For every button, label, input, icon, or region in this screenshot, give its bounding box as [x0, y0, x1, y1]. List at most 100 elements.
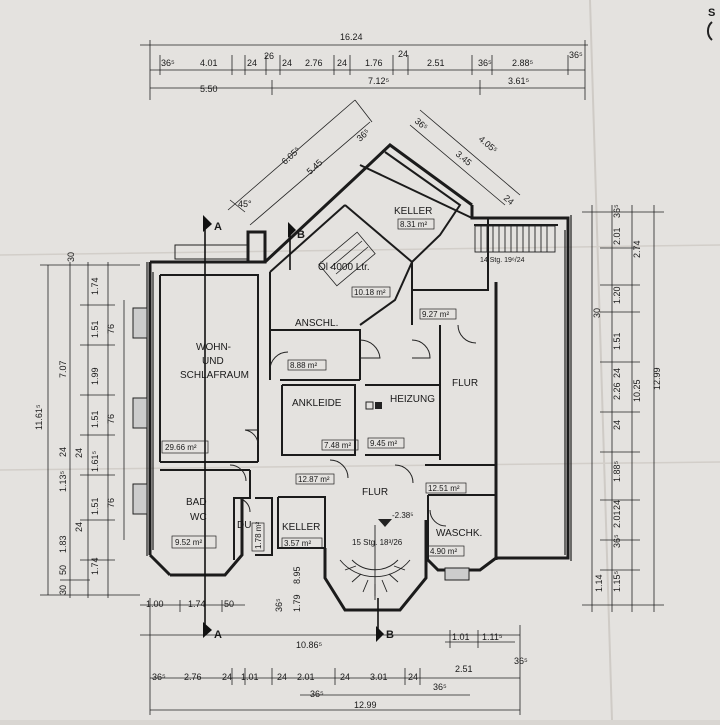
dim-overall-bottom: 10.86⁵ [296, 640, 323, 650]
stair-dims: 36⁵ 1.79 8.95 [274, 566, 302, 612]
section-arrow-icon [203, 622, 212, 638]
room-name-flur-center: FLUR [362, 487, 388, 498]
dim-diag: 24 [502, 193, 516, 207]
dim-label: 36⁵ [433, 682, 447, 692]
dim-label: 2.26 [612, 382, 622, 400]
area-room-a: 9.27 m² [422, 310, 449, 319]
dim-label: 24 [398, 49, 408, 59]
area-wohn: 29.66 m² [165, 443, 197, 452]
dim-label: 24 [247, 58, 257, 68]
room-name-bad: BAD [186, 497, 207, 508]
dim-label: 36⁵ [152, 672, 166, 682]
dim-label: 36⁵ [612, 204, 622, 218]
left-dim-col-2: 7.07 24 1.13⁵ 1.83 50 30 [58, 360, 68, 595]
dim-label: 24 [58, 447, 68, 457]
dim-label: 7.07 [58, 360, 68, 378]
bottom-dim-row-1: 1.00 1.74 50 [146, 599, 234, 609]
paper-fold [0, 461, 720, 471]
dim-overall-right: 12.99 [652, 367, 662, 390]
dim-label: 2.74 [632, 240, 642, 258]
room-name-waschk: WASCHK. [436, 528, 482, 539]
dim-label: 36⁵ [161, 58, 175, 68]
window [132, 483, 148, 515]
section-label: A [214, 629, 222, 641]
area-heizung: 9.45 m² [370, 439, 397, 448]
dim-label: 2.76 [184, 672, 202, 682]
area-du: 1.78 m² [254, 522, 263, 549]
dim-label: 50 [224, 599, 234, 609]
lower-stair [339, 525, 411, 600]
dim-label: 24 [612, 368, 622, 378]
window [132, 397, 148, 429]
bay-window [174, 244, 248, 260]
section-arrow-icon [203, 215, 212, 232]
room-name-anschl: ANSCHL. [295, 318, 338, 329]
dim-total-bottom: 12.99 [354, 700, 377, 710]
dim-angle: 45° [238, 199, 252, 209]
dim-label: 1.20 [612, 286, 622, 304]
dim-label: 24 [74, 448, 84, 458]
room-areas: 8.31 m² 10.18 m² 9.27 m² 8.88 m² 29.66 m… [165, 220, 460, 556]
left-dim-col-4: 76 76 76 [106, 324, 116, 508]
dim-label: 1.99 [90, 367, 100, 385]
dim-label: 3.61⁵ [508, 76, 530, 86]
top-dimension-lines [140, 40, 588, 100]
dim-label: 10.25 [632, 379, 642, 402]
room-name-ankleide: ANKLEIDE [292, 398, 342, 409]
bottom-dim-row-2: 1.01 1.11⁵ [452, 632, 503, 642]
left-dim-col-3: 30 1.74 1.51 1.99 1.51 1.61⁵ 1.51 1.74 [66, 252, 100, 575]
room-name-wohn-2: UND [202, 356, 224, 367]
room-name-wohn: WOHN- [196, 342, 231, 353]
dim-label: 1.51 [90, 320, 100, 338]
dim-label: 2.51 [427, 58, 445, 68]
corner-mark: S [708, 7, 715, 19]
dim-label: 1.79 [292, 594, 302, 612]
dim-label: 1.01 [452, 632, 470, 642]
dim-label: 5.50 [200, 84, 218, 94]
dim-label: 1.83 [58, 535, 68, 553]
dim-label: 76 [106, 324, 116, 334]
section-label: A [214, 221, 222, 233]
section-arrow-icon [376, 626, 384, 642]
dim-label: 30 [66, 252, 76, 262]
stair-label-lower: 15 Stg. 18³/26 [352, 538, 403, 547]
section-label: B [386, 629, 394, 641]
dim-label: 2.88⁵ [512, 58, 534, 68]
windows [132, 244, 470, 581]
top-dim-row-1: 36⁵ 4.01 24 26 24 2.76 24 1.76 24 2.51 3… [161, 49, 583, 68]
room-name-wc: WC [190, 512, 207, 523]
dim-label: 2.01 [612, 510, 622, 528]
room-name-du: DU [237, 520, 251, 531]
boiler-icon [375, 402, 382, 409]
area-flur: 12.87 m² [298, 475, 330, 484]
boiler-icon [365, 401, 374, 410]
dim-label: 1.51 [90, 410, 100, 428]
dim-label: 76 [106, 498, 116, 508]
doors [229, 324, 477, 527]
oil-tank-symbol [318, 231, 376, 287]
level-value: -2.38⁵ [392, 511, 414, 520]
area-anschl: 8.88 m² [290, 361, 317, 370]
dim-label: 36⁵ [478, 58, 492, 68]
left-dim-col-5: 24 24 [74, 448, 84, 532]
section-label: B [297, 229, 305, 241]
dim-overall-top: 16.24 [340, 32, 363, 42]
dim-label: 1.13⁵ [58, 470, 68, 492]
dim-label: 8.95 [292, 566, 302, 584]
dim-label: 24 [222, 672, 232, 682]
dim-label: 1.51 [612, 332, 622, 350]
dim-label: 76 [106, 414, 116, 424]
dim-label: 24 [277, 672, 287, 682]
dim-label: 36⁵ [612, 534, 622, 548]
area-oil: 10.18 m² [354, 288, 386, 297]
inner-walls [159, 151, 558, 560]
dim-label: 24 [74, 522, 84, 532]
dim-label: 1.74 [90, 557, 100, 575]
dim-label: 1.76 [365, 58, 383, 68]
dim-label: 2.01 [297, 672, 315, 682]
bottom-dim-row-4: 36⁵ 36⁵ [310, 682, 447, 699]
area-keller-small: 3.57 m² [284, 539, 311, 548]
dim-label: 36⁵ [310, 689, 324, 699]
room-labels: KELLER Öl 4000 Ltr. ANSCHL. WOHN- UND SC… [180, 206, 482, 539]
